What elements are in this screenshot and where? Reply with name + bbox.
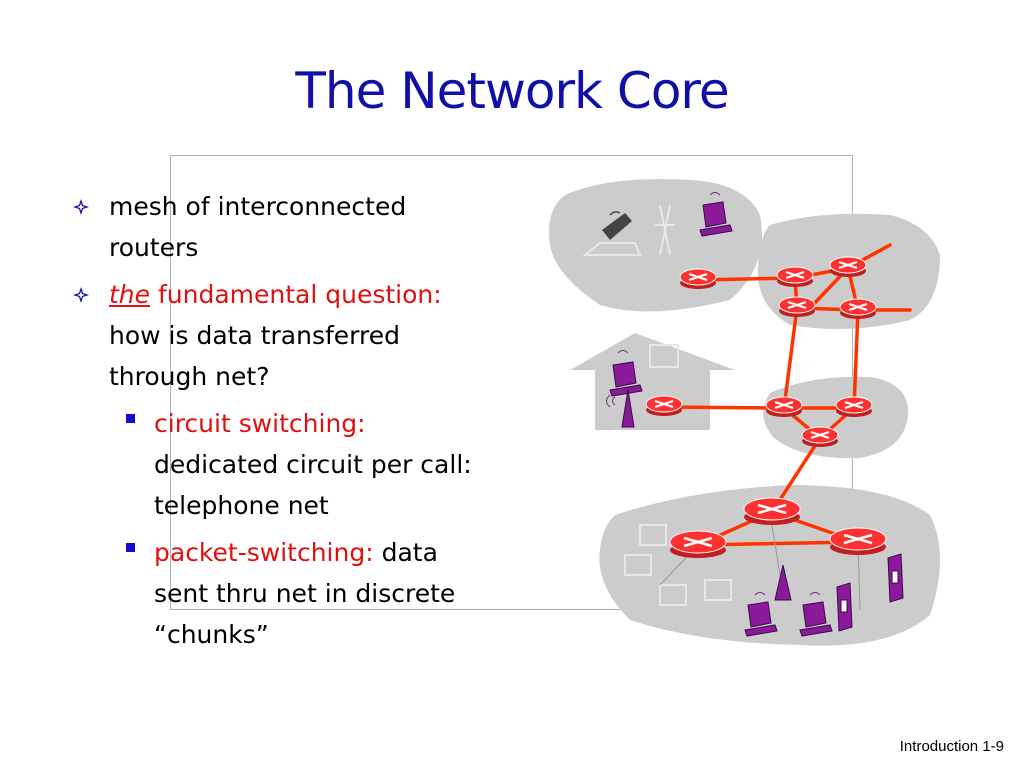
- laptop-icon: [799, 601, 833, 637]
- cloud-isp-middle: [763, 376, 909, 459]
- router-icon: [679, 268, 717, 289]
- server-icon: [836, 582, 853, 632]
- router-icon: [839, 298, 877, 319]
- laptop-icon: [609, 361, 643, 397]
- cloud-mobile-network: [549, 179, 762, 312]
- highlight-text: fundamental question:: [150, 280, 442, 309]
- router-icon: [801, 426, 839, 447]
- router-icon: [778, 296, 816, 317]
- home-network: [570, 333, 735, 430]
- laptop-icon: [744, 601, 778, 637]
- desktop-icon: [659, 584, 687, 606]
- router-icon: [669, 530, 727, 558]
- router-icon: [829, 256, 867, 277]
- diamond-bullet-icon: [73, 287, 89, 303]
- list-item: packet-switching: data sent thru net in …: [72, 532, 542, 655]
- highlight-text: circuit switching:: [154, 409, 366, 438]
- tower-icon: [774, 564, 792, 601]
- bullet-text-line: telephone net: [154, 491, 329, 520]
- bullet-text-line: how is data transferred: [109, 321, 400, 350]
- bullet-list: mesh of interconnected routers the funda…: [72, 186, 542, 661]
- router-icon: [835, 396, 873, 417]
- router-icon: [645, 395, 683, 416]
- bullet-text-line: through net?: [109, 362, 270, 391]
- diamond-bullet-icon: [73, 199, 89, 215]
- bullet-text-line: sent thru net in discrete: [154, 579, 456, 608]
- router-icon: [765, 396, 803, 417]
- bullet-text-line: mesh of interconnected: [109, 192, 407, 221]
- desktop-icon: [624, 554, 652, 576]
- tower-icon: [655, 204, 675, 256]
- square-bullet-icon: [126, 543, 135, 552]
- tower-icon: [621, 389, 635, 428]
- emphasis-text: the: [109, 280, 151, 309]
- desktop-icon: [649, 344, 679, 368]
- desktop-icon: [639, 524, 667, 546]
- router-icon: [829, 527, 887, 555]
- list-item: mesh of interconnected routers: [72, 186, 542, 268]
- cellphone-icon: [602, 211, 632, 240]
- list-item: the fundamental question: how is data tr…: [72, 274, 542, 397]
- slide-footer: Introduction 1-9: [899, 738, 1004, 755]
- square-bullet-icon: [126, 414, 135, 423]
- laptop-icon: [699, 201, 733, 237]
- bullet-text-line: dedicated circuit per call:: [154, 450, 472, 479]
- desktop-icon: [704, 579, 732, 601]
- server-icon: [887, 553, 904, 603]
- bullet-text-line: data: [373, 538, 438, 567]
- router-icon: [776, 266, 814, 287]
- router-icon: [743, 497, 801, 525]
- page-title: The Network Core: [295, 62, 729, 120]
- list-item: circuit switching: dedicated circuit per…: [72, 403, 542, 526]
- bullet-text-line: routers: [109, 233, 199, 262]
- network-diagram: [549, 179, 940, 646]
- car-icon: [582, 242, 642, 256]
- highlight-text: packet-switching:: [154, 538, 374, 567]
- bullet-text-line: “chunks”: [154, 620, 269, 649]
